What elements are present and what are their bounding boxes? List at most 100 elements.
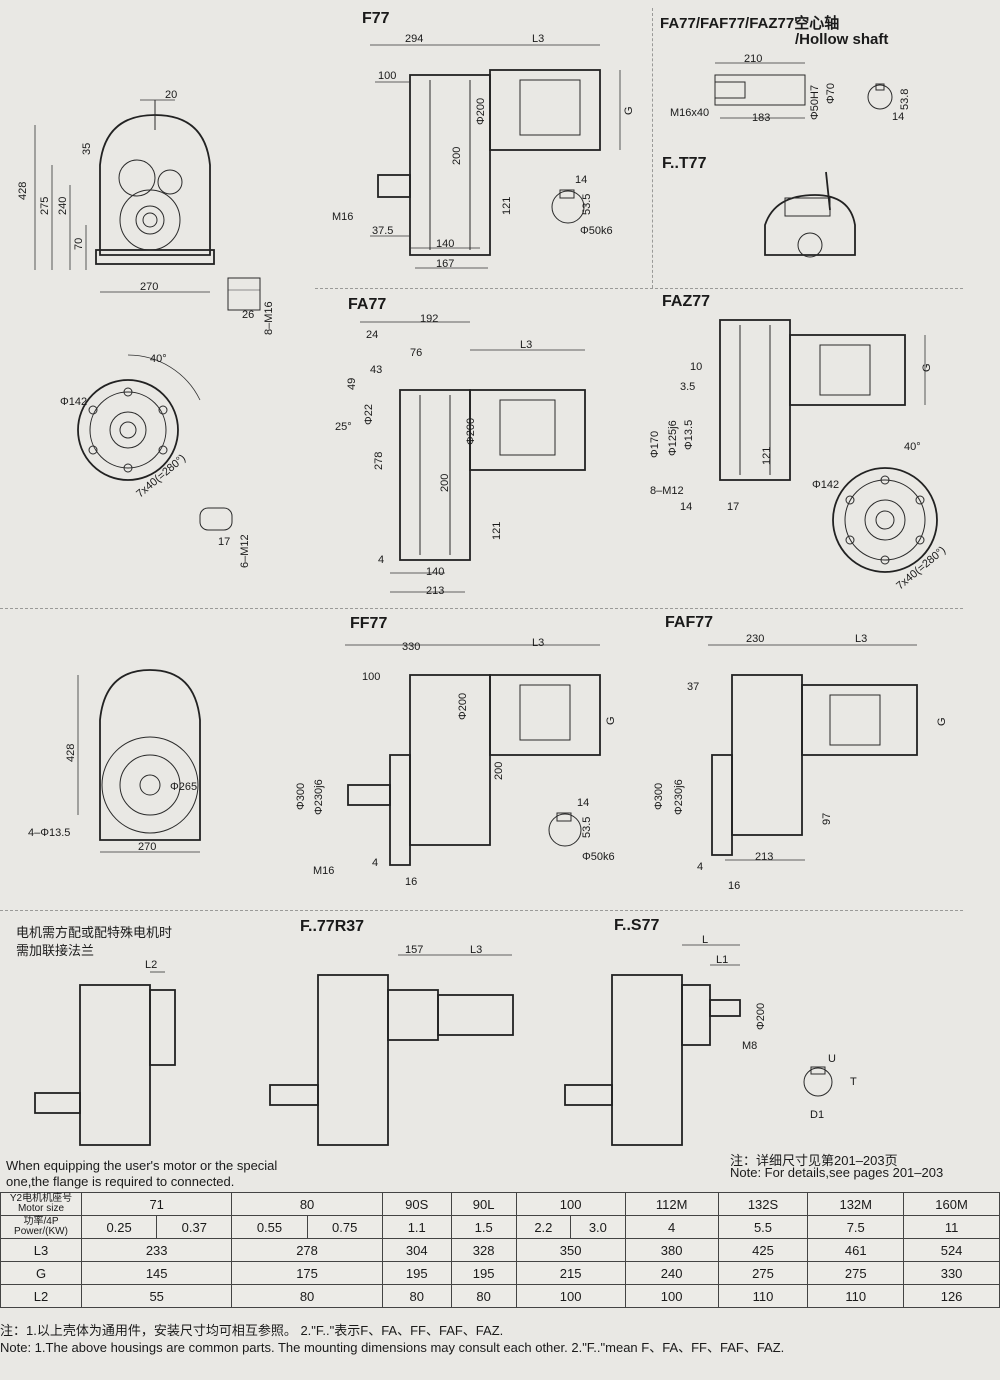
faf77-dim-phi300: Φ300 (653, 783, 665, 810)
footnote-cn: 注：1.以上壳体为通用件，安装尺寸均可相互参照。 2."F.."表示F、FA、F… (0, 1323, 504, 1338)
details-note-cn: 注：详细尺寸见第201–203页 (730, 1153, 898, 1168)
table-row: G 145 175 195 195 215 240 275 275 330 (0, 1261, 1000, 1285)
hollow-dim-14: 14 (892, 111, 904, 123)
ff77-front-428: 428 (65, 744, 77, 762)
faf77-dim-16: 16 (728, 880, 740, 892)
ff77-front-view: 428 Φ265 4–Φ13.5 270 (28, 669, 201, 853)
f77-dim-121: 121 (501, 197, 513, 215)
fa77-dim-25deg: 25° (335, 421, 352, 433)
hollow-dim-phi70: Φ70 (825, 83, 837, 104)
ff77-front-270: 270 (138, 841, 156, 853)
flange-note-en-1: When equipping the user's motor or the s… (6, 1158, 278, 1173)
details-note-en: Note: For details,see pages 201–203 (730, 1165, 944, 1180)
fa77-dim-140: 140 (426, 566, 444, 578)
title-fs77: F..S77 (614, 917, 660, 934)
fs77-dim-l1: L1 (716, 954, 728, 966)
faz77-dim-121: 121 (761, 447, 773, 465)
ff77-dim-g: G (605, 716, 617, 725)
f77-dim-100: 100 (378, 70, 396, 82)
f77-front-view: 428 275 240 70 35 20 270 (17, 89, 215, 293)
fa77-dim-phi200: Φ200 (465, 418, 477, 445)
fa77-dim-278: 278 (373, 452, 385, 470)
divider-top (315, 288, 963, 289)
f77r37-view: 157 L3 (269, 944, 514, 1146)
flange-note-en-2: one,the flange is required to connected. (6, 1174, 235, 1189)
faf77-dim-phi230j6: Φ230j6 (673, 779, 685, 815)
title-ff77: FF77 (350, 615, 388, 632)
flange-note-cn-1: 电机需方配或配特殊电机时 (16, 925, 173, 940)
faf77-dim-g: G (936, 717, 948, 726)
screw-6-m12: 6–M12 (239, 534, 251, 568)
fs77-dim-u: U (828, 1053, 836, 1065)
fs77-dim-phi200: Φ200 (755, 1003, 767, 1030)
fa77-dim-4: 4 (378, 554, 384, 566)
title-faf77: FAF77 (665, 614, 714, 631)
f77-dim-g: G (623, 106, 635, 115)
title-f77r37: F..77R37 (300, 918, 365, 935)
title-fa77: FA77 (348, 296, 387, 313)
dim-275: 275 (39, 197, 51, 215)
hollow-dim-53-8: 53.8 (899, 89, 911, 110)
ff77-key-14: 14 (577, 797, 589, 809)
divider-vertical (652, 8, 653, 288)
technical-drawings: 428 275 240 70 35 20 270 26 8–M16 (17, 33, 948, 1146)
faz77-dim-phi13-5: Φ13.5 (683, 420, 695, 450)
ff77-dim-phi230j6: Φ230j6 (313, 779, 325, 815)
table-row: L3 233 278 304 328 350 380 425 461 524 (0, 1238, 1000, 1262)
fa77-dim-76: 76 (410, 347, 422, 359)
ff77-dim-200: 200 (493, 762, 505, 780)
dim-20: 20 (165, 89, 177, 101)
faf77-dim-37: 37 (687, 681, 699, 693)
f77-dim-294: 294 (405, 33, 423, 45)
fa77-view: 192 24 76 43 49 25° Φ22 L3 Φ200 278 200 … (335, 313, 586, 597)
dim-8-m16: 8–M16 (263, 301, 275, 335)
fs77-view: L L1 Φ200 M8 U T D1 (564, 934, 857, 1146)
fa77-dim-phi22: Φ22 (363, 404, 375, 425)
ff77-dim-phi300: Φ300 (295, 783, 307, 810)
flange-40deg: 40° (150, 353, 167, 365)
faz77-dim-3-5: 3.5 (680, 381, 695, 393)
f77-key-phi50k6: Φ50k6 (580, 225, 613, 237)
faz77-dim-17: 17 (727, 501, 739, 513)
f77-dim-phi200: Φ200 (475, 98, 487, 125)
faz77-dim-phi170: Φ170 (649, 431, 661, 458)
fa77-dim-49: 49 (346, 378, 358, 390)
hollow-shaft-view: 210 183 M16x40 Φ50H7 Φ70 53.8 14 (670, 53, 911, 124)
ff77-key-53-5: 53.5 (581, 817, 593, 838)
faz77-view: 10 3.5 Φ170 Φ125j6 Φ13.5 121 8–M12 14 17… (649, 319, 933, 513)
faz77-flange-40deg: 40° (904, 441, 921, 453)
flange-note-cn-2: 需加联接法兰 (16, 943, 95, 958)
table-row: L2 55 80 80 80 100 100 110 110 126 (0, 1284, 1000, 1308)
ff77-front-4-phi13-5: 4–Φ13.5 (28, 827, 70, 839)
fa77-dim-24: 24 (366, 329, 378, 341)
f77-key-14: 14 (575, 174, 587, 186)
faz77-flange-phi142: Φ142 (812, 479, 839, 491)
f77-dim-140: 140 (436, 238, 454, 250)
f77r37-dim-157: 157 (405, 944, 423, 956)
faz77-dim-14: 14 (680, 501, 692, 513)
dim-35: 35 (81, 143, 93, 155)
ff77-view: 330 L3 100 Φ200 G Φ300 Φ230j6 200 M16 4 … (295, 637, 617, 888)
divider-middle (0, 608, 963, 609)
faz77-dim-10: 10 (690, 361, 702, 373)
ff77-dim-100: 100 (362, 671, 380, 683)
flange-7x40: 7x40(=280°) (134, 452, 188, 500)
faz77-dim-g: G (921, 363, 933, 372)
faz77-dim-8-m12: 8–M12 (650, 485, 684, 497)
f77r37-dim-l3: L3 (470, 944, 482, 956)
fa77-dim-121: 121 (491, 522, 503, 540)
faf77-dim-97: 97 (821, 813, 833, 825)
hollow-dim-210: 210 (744, 53, 762, 65)
f77-key-section: 14 53.5 Φ50k6 (551, 174, 613, 237)
ff77-dim-l3: L3 (532, 637, 544, 649)
ff77-key-section: 14 53.5 Φ50k6 (548, 797, 615, 863)
fa77-dim-192: 192 (420, 313, 438, 325)
fs77-dim-d1: D1 (810, 1109, 824, 1121)
f77-key-53-5: 53.5 (581, 194, 593, 215)
f77-side-view: 294 L3 100 G Φ200 200 121 M16 37.5 140 1… (332, 33, 635, 270)
adapter-dim-l2: L2 (145, 959, 157, 971)
